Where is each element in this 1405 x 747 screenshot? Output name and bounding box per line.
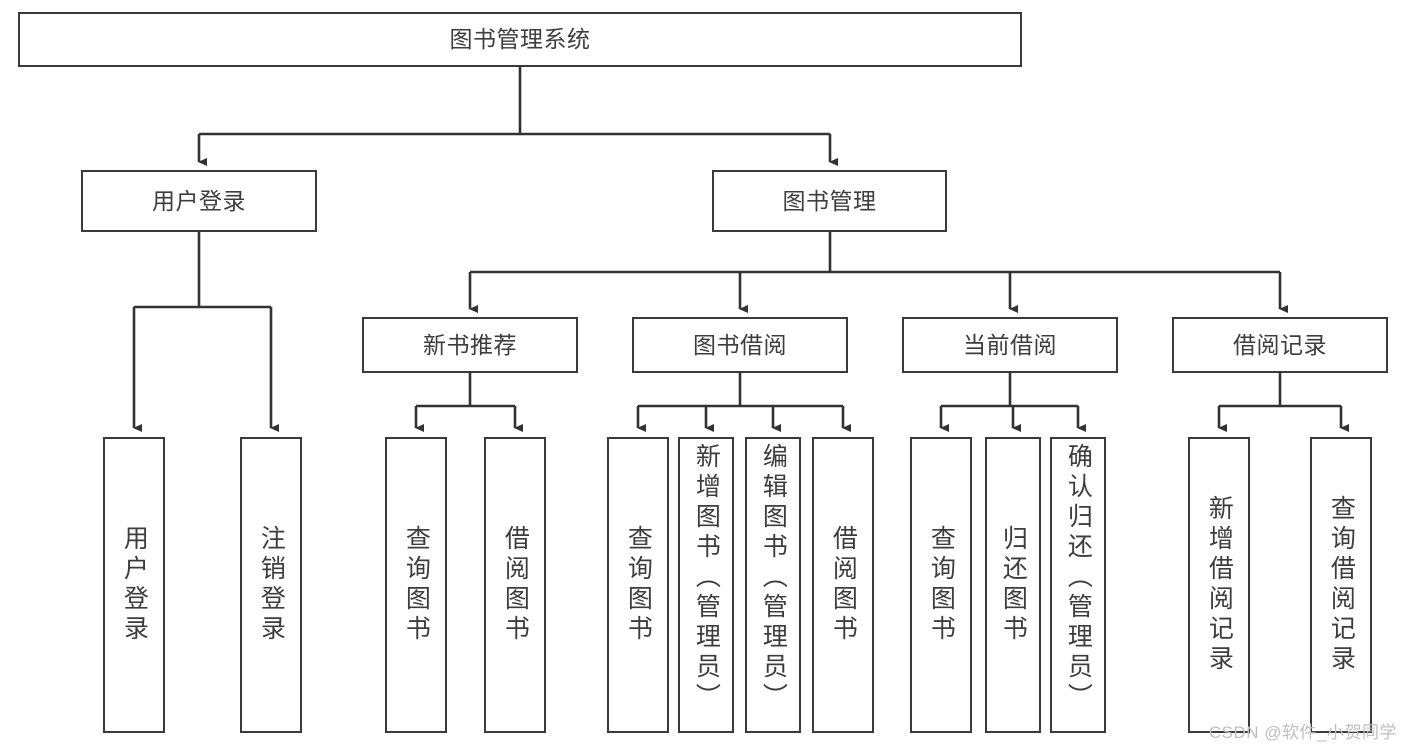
leaf-query-book-recommend[interactable]: 查询图书 (385, 437, 447, 733)
leaf-query-borrow-record-label: 查询借阅记录 (1327, 495, 1356, 675)
leaf-query-book-current-label: 查询图书 (927, 525, 956, 645)
leaf-edit-book-admin-label: 编辑图书（管理员） (759, 443, 788, 713)
node-new-book-recommend-label: 新书推荐 (423, 331, 517, 358)
leaf-user-login-label: 用户登录 (120, 525, 149, 645)
leaf-query-borrow-record[interactable]: 查询借阅记录 (1310, 437, 1372, 733)
leaf-add-book-admin-label: 新增图书（管理员） (692, 443, 721, 713)
leaf-confirm-return-admin-label: 确认归还（管理员） (1064, 443, 1093, 713)
leaf-query-book-borrow[interactable]: 查询图书 (607, 437, 669, 733)
leaf-borrow-book-recommend-label: 借阅图书 (501, 525, 530, 645)
leaf-user-login[interactable]: 用户登录 (103, 437, 165, 733)
leaf-borrow-book-recommend[interactable]: 借阅图书 (484, 437, 546, 733)
csdn-watermark: CSDN @软件_小贺同学 (1208, 723, 1397, 742)
node-book-borrow[interactable]: 图书借阅 (632, 317, 848, 373)
leaf-query-book-recommend-label: 查询图书 (402, 525, 431, 645)
node-current-borrow[interactable]: 当前借阅 (902, 317, 1118, 373)
leaf-query-book-borrow-label: 查询图书 (624, 525, 653, 645)
node-book-management[interactable]: 图书管理 (712, 170, 947, 232)
leaf-user-logout[interactable]: 注销登录 (240, 437, 302, 733)
leaf-confirm-return-admin[interactable]: 确认归还（管理员） (1050, 437, 1106, 733)
leaf-borrow-book[interactable]: 借阅图书 (812, 437, 874, 733)
leaf-query-book-current[interactable]: 查询图书 (910, 437, 972, 733)
node-borrow-record[interactable]: 借阅记录 (1172, 317, 1388, 373)
leaf-user-logout-label: 注销登录 (257, 525, 286, 645)
leaf-borrow-book-label: 借阅图书 (829, 525, 858, 645)
leaf-edit-book-admin[interactable]: 编辑图书（管理员） (745, 437, 801, 733)
node-root-label: 图书管理系统 (449, 26, 591, 53)
leaf-return-book-label: 归还图书 (999, 525, 1028, 645)
leaf-return-book[interactable]: 归还图书 (985, 437, 1041, 733)
leaf-add-borrow-record[interactable]: 新增借阅记录 (1188, 437, 1250, 733)
node-book-borrow-label: 图书借阅 (693, 331, 787, 358)
leaf-add-book-admin[interactable]: 新增图书（管理员） (678, 437, 734, 733)
node-current-borrow-label: 当前借阅 (963, 331, 1057, 358)
node-root[interactable]: 图书管理系统 (18, 12, 1022, 67)
node-borrow-record-label: 借阅记录 (1233, 331, 1327, 358)
leaf-add-borrow-record-label: 新增借阅记录 (1205, 495, 1234, 675)
node-book-management-label: 图书管理 (782, 187, 877, 214)
node-user-login[interactable]: 用户登录 (81, 170, 317, 232)
node-new-book-recommend[interactable]: 新书推荐 (362, 317, 578, 373)
node-user-login-label: 用户登录 (152, 187, 246, 214)
